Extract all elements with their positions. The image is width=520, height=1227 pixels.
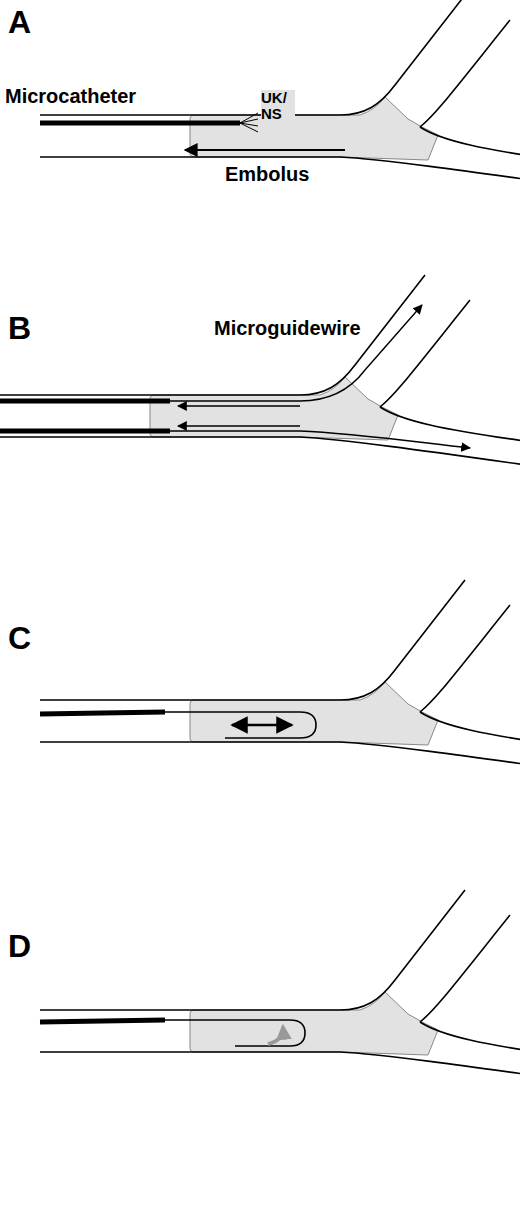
infusion-spray [240, 113, 258, 132]
microcatheter [40, 1020, 165, 1022]
drug-label: UK/ NS [261, 90, 295, 122]
vessel [40, 890, 520, 1082]
embolus-arrow [185, 149, 345, 151]
microcatheter [40, 121, 240, 126]
vessel [40, 580, 520, 772]
part-label: Embolus [225, 164, 309, 185]
panel-letter: C [8, 622, 31, 656]
vessel [0, 275, 520, 467]
panel-letter: B [8, 312, 31, 346]
looped-guidewire [165, 712, 316, 738]
rotation-arrow [268, 1027, 283, 1044]
part-label: Microcatheter [5, 86, 136, 107]
panel-letter: A [8, 6, 31, 40]
motion-arrow [232, 724, 292, 727]
part-label: Microguidewire [214, 318, 361, 339]
panel-letter: D [8, 930, 31, 964]
looped-guidewire [165, 1020, 305, 1046]
microcatheter [40, 712, 165, 714]
microguidewire [170, 305, 470, 448]
microcatheter [0, 399, 170, 404]
microcatheter [0, 429, 170, 434]
